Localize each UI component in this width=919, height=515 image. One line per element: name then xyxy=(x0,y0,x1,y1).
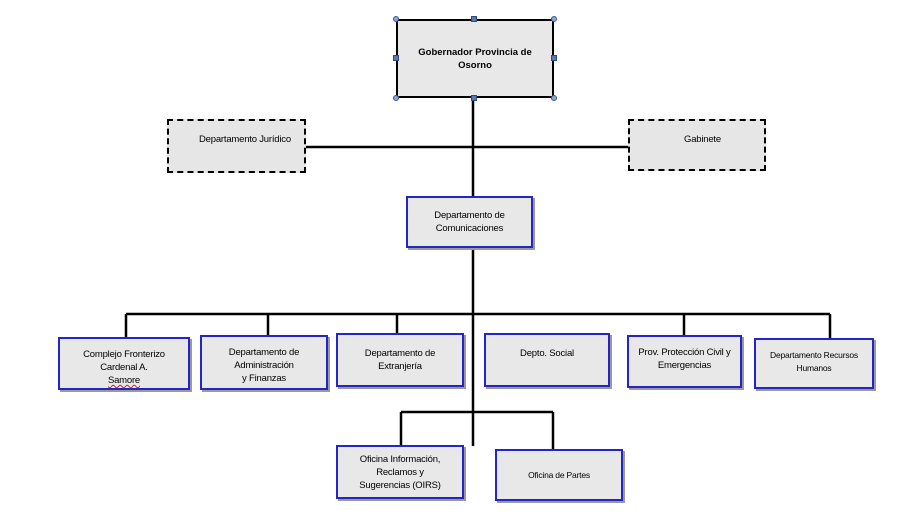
selection-handle[interactable] xyxy=(551,16,557,22)
node-departamento-comunicaciones-label: Departamento de Comunicaciones xyxy=(434,210,505,234)
node-complejo-fronterizo-label: Complejo Fronterizo Cardenal A. Samore xyxy=(83,349,165,386)
node-departamento-recursos-humanos[interactable]: Departamento Recursos Humanos xyxy=(754,338,874,389)
node-proteccion-civil-label: Prov. Protección Civil y Emergencias xyxy=(638,347,731,371)
node-departamento-juridico-label: Departamento Jurídico xyxy=(199,134,291,145)
selection-handle[interactable] xyxy=(393,16,399,22)
node-gobernador-label: Gobernador Provincia de Osorno xyxy=(418,46,532,71)
selection-handle[interactable] xyxy=(393,55,399,61)
node-proteccion-civil[interactable]: Prov. Protección Civil y Emergencias xyxy=(627,335,742,388)
node-departamento-administracion-label: Departamento de Administración y Finanza… xyxy=(228,347,300,384)
selection-handle[interactable] xyxy=(393,95,399,101)
selection-handle[interactable] xyxy=(551,55,557,61)
node-gabinete-label: Gabinete xyxy=(684,134,721,145)
node-departamento-comunicaciones[interactable]: Departamento de Comunicaciones xyxy=(406,196,533,248)
node-oficina-oirs[interactable]: Oficina Información, Reclamos y Sugerenc… xyxy=(336,445,464,499)
node-depto-social-label: Depto. Social xyxy=(520,348,574,359)
node-departamento-administracion[interactable]: Departamento de Administración y Finanza… xyxy=(200,335,328,390)
node-oficina-oirs-label: Oficina Información, Reclamos y Sugerenc… xyxy=(359,453,441,491)
node-oficina-de-partes[interactable]: Oficina de Partes xyxy=(495,449,623,501)
selection-handle[interactable] xyxy=(471,16,477,22)
node-complejo-fronterizo[interactable]: Complejo Fronterizo Cardenal A. Samore xyxy=(58,337,190,390)
node-depto-social[interactable]: Depto. Social xyxy=(484,333,610,387)
node-departamento-extranjeria-label: Departamento de Extranjería xyxy=(364,348,436,372)
selection-handle[interactable] xyxy=(471,95,477,101)
node-gobernador[interactable]: Gobernador Provincia de Osorno xyxy=(396,19,554,98)
node-gabinete[interactable]: Gabinete xyxy=(628,119,766,171)
node-departamento-juridico[interactable]: Departamento Jurídico xyxy=(167,119,306,173)
selection-handle[interactable] xyxy=(551,95,557,101)
node-oficina-de-partes-label: Oficina de Partes xyxy=(528,469,590,480)
node-departamento-extranjeria[interactable]: Departamento de Extranjería xyxy=(336,333,464,387)
node-departamento-recursos-humanos-label: Departamento Recursos Humanos xyxy=(770,350,858,373)
